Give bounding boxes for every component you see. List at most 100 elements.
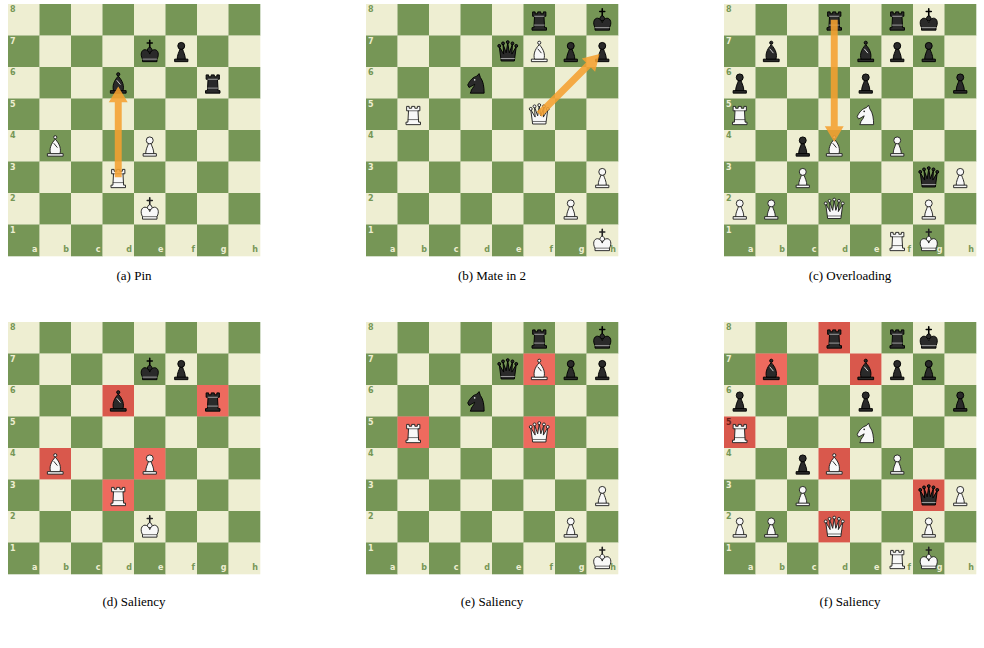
- board-square: [461, 322, 493, 354]
- chess-piece: [564, 42, 577, 61]
- chess-piece: [733, 392, 746, 411]
- piece-part: [767, 525, 775, 536]
- board-square: [8, 480, 40, 512]
- piece-part: [54, 136, 57, 139]
- piece-part: [841, 520, 844, 523]
- piece-part: [599, 42, 606, 49]
- board-square: [366, 4, 398, 36]
- piece-detail: [143, 377, 157, 378]
- piece-part: [111, 487, 125, 505]
- board-square: [819, 543, 851, 575]
- piece-part: [594, 336, 611, 348]
- piece-part: [890, 232, 904, 250]
- board-square: [8, 99, 40, 131]
- piece-part: [599, 360, 606, 367]
- board-square: [882, 193, 914, 225]
- board-square: [71, 417, 103, 449]
- piece-detail: [595, 345, 609, 346]
- piece-part: [178, 42, 185, 49]
- board-square: [787, 543, 819, 575]
- piece-detail: [828, 533, 841, 534]
- file-label: h: [945, 246, 975, 254]
- piece-part: [529, 425, 532, 428]
- piece-part: [920, 239, 937, 251]
- board-square: [103, 480, 135, 512]
- piece-part: [768, 200, 775, 207]
- board-square: [103, 36, 135, 68]
- board-square: [913, 385, 945, 417]
- board-square: [366, 354, 398, 386]
- board-square: [492, 480, 524, 512]
- board-square: [461, 511, 493, 543]
- board-square: [103, 322, 135, 354]
- board-square: [882, 543, 914, 575]
- piece-part: [857, 105, 873, 125]
- piece-detail: [922, 502, 935, 503]
- piece-part: [468, 392, 484, 412]
- board-square: [787, 511, 819, 543]
- file-label: h: [945, 564, 975, 572]
- chess-piece: [498, 41, 518, 61]
- piece-part: [859, 91, 872, 94]
- piece-part: [141, 525, 158, 537]
- piece-part: [733, 409, 746, 412]
- board-square: [461, 99, 493, 131]
- board-square: [461, 130, 493, 162]
- piece-detail: [143, 216, 157, 217]
- file-label: c: [787, 246, 817, 254]
- file-label: d: [103, 564, 133, 572]
- piece-detail: [770, 49, 773, 53]
- piece-part: [599, 486, 606, 493]
- board-square: [197, 193, 229, 225]
- rank-label: 1: [10, 545, 16, 553]
- board-square: [756, 4, 788, 36]
- piece-part: [534, 45, 544, 59]
- rank-label: 4: [368, 132, 374, 140]
- file-label: h: [587, 246, 617, 254]
- board-square: [429, 448, 461, 480]
- chess-piece: [890, 232, 904, 250]
- chess-piece: [594, 547, 611, 568]
- caption: (c) Overloading: [724, 268, 976, 284]
- piece-part: [954, 409, 967, 412]
- piece-part: [920, 336, 937, 348]
- board-square: [850, 543, 882, 575]
- board-square: [587, 67, 619, 99]
- board-square: [850, 354, 882, 386]
- board-square: [787, 67, 819, 99]
- piece-detail: [534, 334, 544, 343]
- file-label: e: [492, 564, 522, 572]
- piece-part: [533, 105, 536, 108]
- piece-part: [567, 518, 574, 525]
- piece-part: [824, 202, 827, 205]
- chess-piece: [763, 41, 779, 61]
- piece-part: [770, 359, 773, 362]
- piece-part: [838, 517, 841, 520]
- piece-part: [936, 488, 939, 491]
- piece-part: [406, 106, 420, 124]
- board-square: [492, 193, 524, 225]
- chess-piece: [827, 330, 841, 348]
- chess-piece: [891, 360, 904, 379]
- chess-piece: [206, 393, 220, 411]
- board-square: [913, 511, 945, 543]
- piece-part: [564, 59, 577, 62]
- chess-piece: [890, 330, 904, 348]
- piece-part: [766, 363, 776, 377]
- board-square: [461, 354, 493, 386]
- chess-piece: [857, 423, 873, 443]
- board-square: [429, 162, 461, 194]
- board-square: [913, 322, 945, 354]
- board-square: [850, 417, 882, 449]
- piece-part: [925, 525, 933, 536]
- chess-piece: [920, 9, 937, 30]
- board-square: [850, 448, 882, 480]
- board-square: [398, 448, 430, 480]
- board-square: [398, 480, 430, 512]
- board-square: [398, 322, 430, 354]
- rank-label: 4: [10, 132, 16, 140]
- chess-piece: [468, 392, 484, 412]
- board-square: [366, 36, 398, 68]
- piece-part: [829, 457, 839, 471]
- piece-detail: [863, 429, 865, 431]
